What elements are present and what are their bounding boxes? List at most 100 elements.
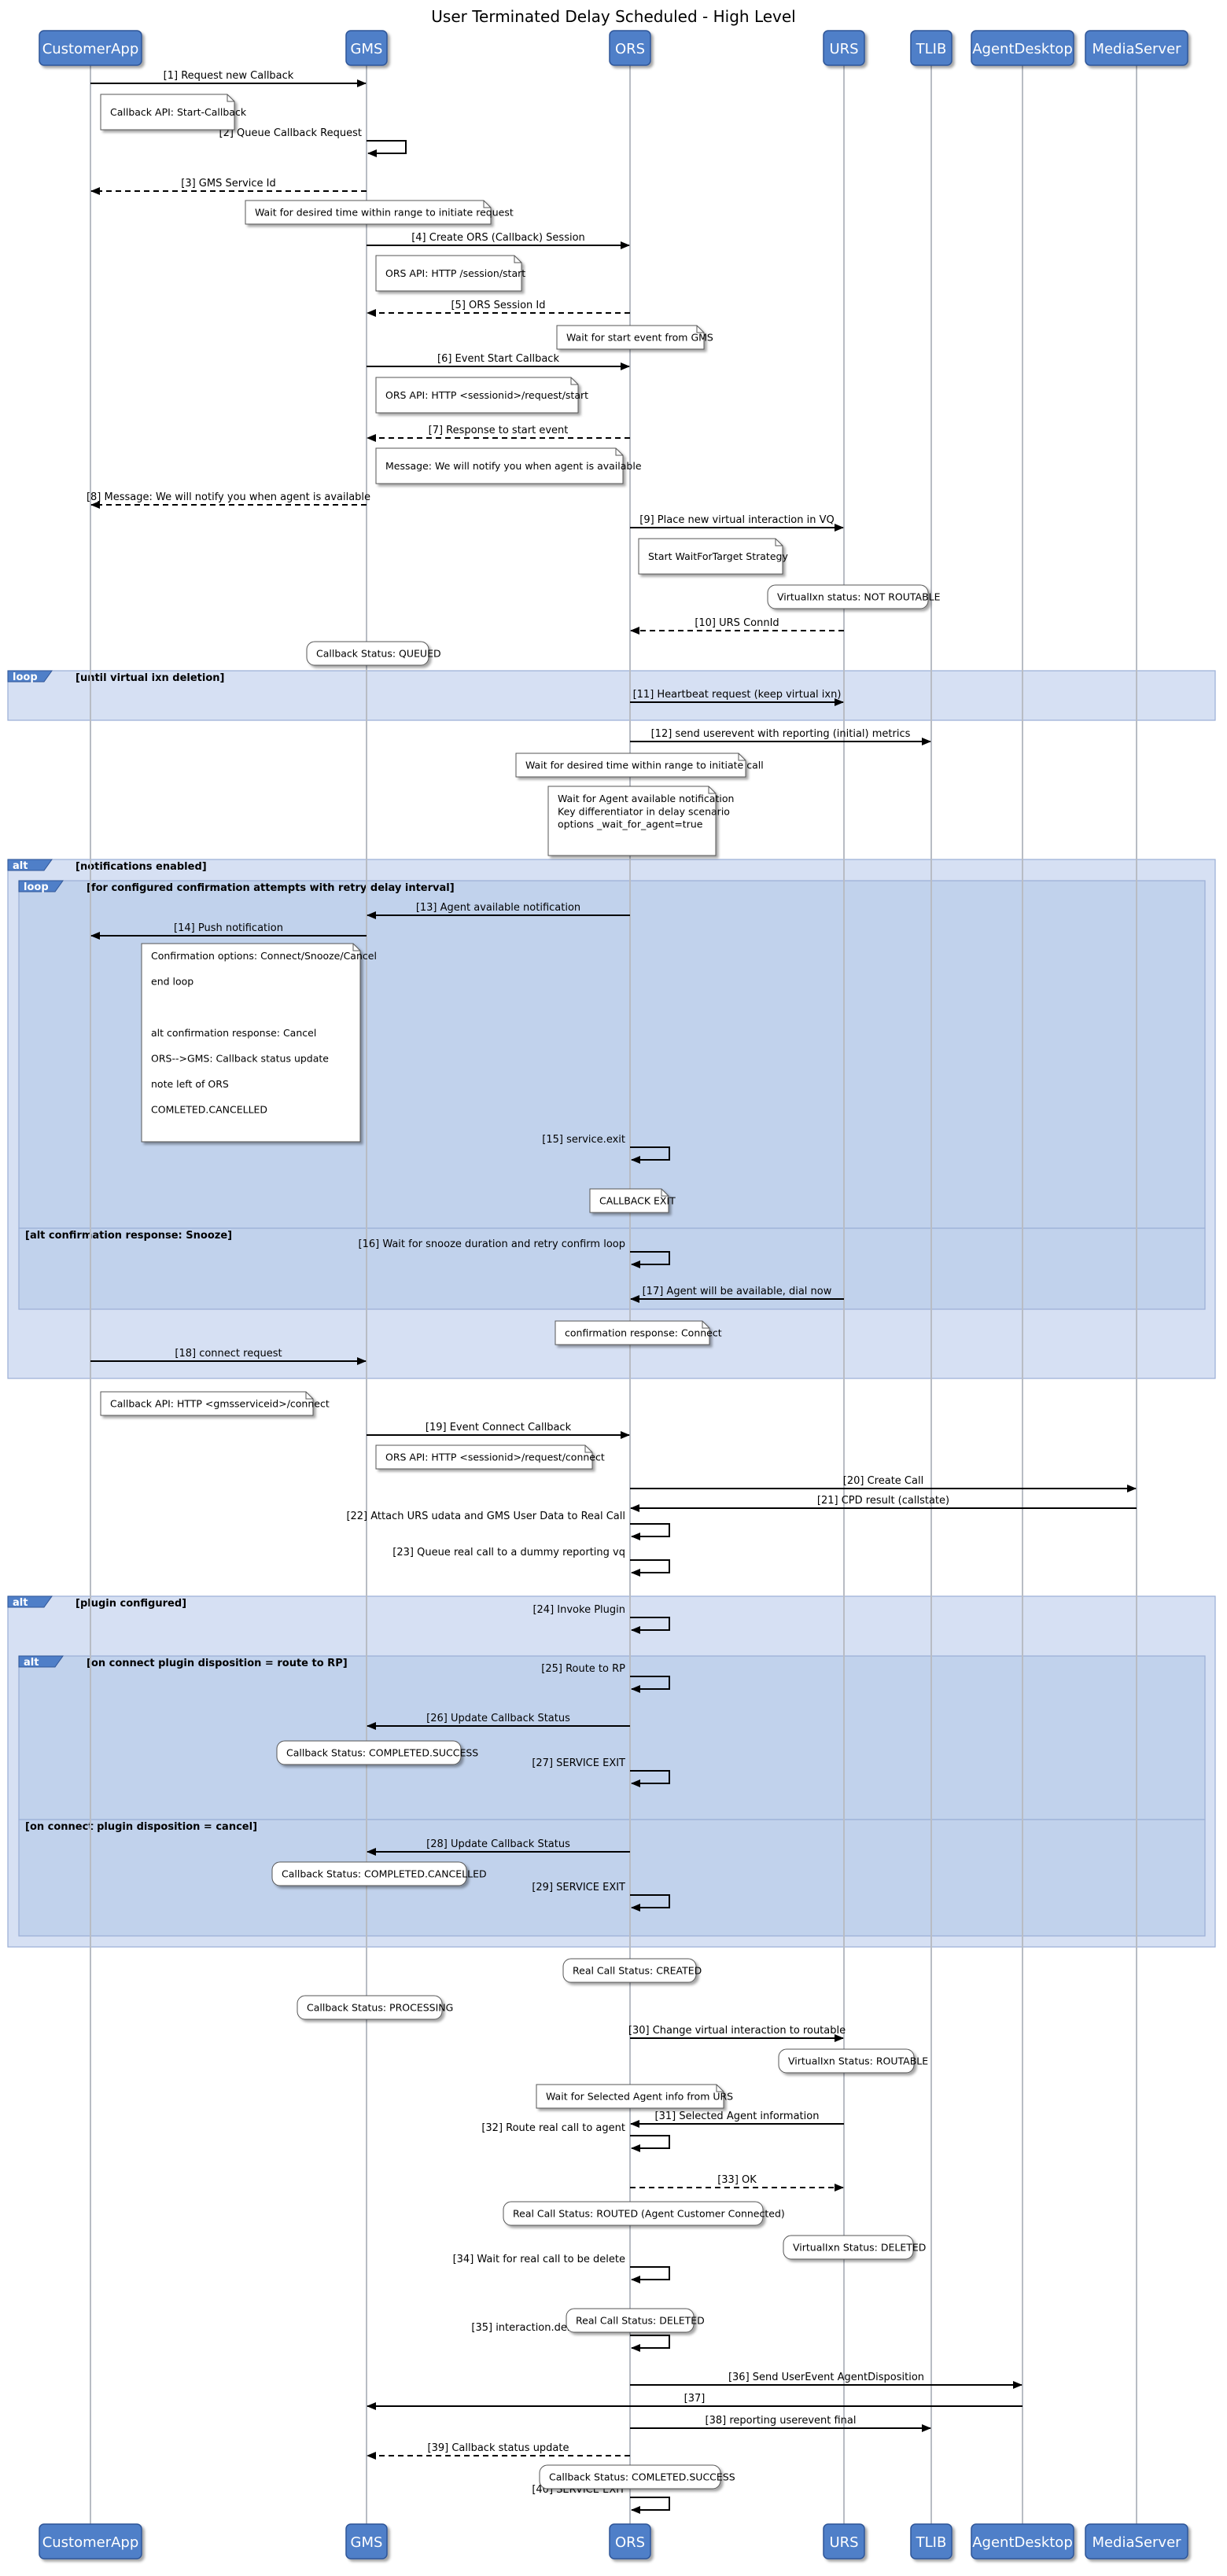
frame-tag-box (18, 880, 64, 892)
note-text: Wait for Agent available notification (558, 793, 734, 804)
note-text: VirtualIxn status: NOT ROUTABLE (777, 591, 941, 603)
participant-label: AgentDesktop (972, 41, 1073, 57)
participant-box (971, 30, 1074, 66)
message-15: [15] service.exit (542, 1134, 670, 1164)
note-fold (615, 448, 623, 456)
note-box (783, 2235, 914, 2260)
note-9: Wait for desired time within range to in… (515, 753, 764, 778)
self-message-arrow (630, 1770, 670, 1787)
note-3: Wait for start event from GMS (556, 325, 713, 350)
note-text: Wait for start event from GMS (566, 332, 713, 344)
note-text: Callback API: HTTP <gmsserviceid>/connec… (110, 1398, 330, 1410)
note-fold (708, 786, 716, 794)
note-fold (483, 201, 491, 208)
note-text: Real Call Status: ROUTED (Agent Customer… (513, 2208, 785, 2220)
self-message-arrow (630, 2135, 670, 2152)
frame-5: alt[on connect plugin disposition = rout… (18, 1655, 1206, 1820)
message-38: [38] reporting userevent final (630, 2415, 931, 2432)
note-fold (514, 256, 521, 263)
note-text: Message: We will notify you when agent i… (385, 460, 642, 472)
self-message-arrow (630, 1146, 670, 1164)
message-label: [7] Response to start event (429, 425, 569, 436)
message-3: [3] GMS Service Id (90, 178, 367, 195)
message-29: [29] SERVICE EXIT (532, 1882, 670, 1912)
frame-tag: alt (24, 1657, 39, 1669)
note-text: VirtualIxn Status: DELETED (793, 2242, 926, 2254)
message-24: [24] Invoke Plugin (532, 1604, 670, 1634)
note-box (555, 1320, 710, 1345)
note-11: Confirmation options: Connect/Snooze/Can… (141, 943, 377, 1143)
frame-6: [on connect plugin disposition = cancel] (18, 1819, 1206, 1937)
participant-label: ORS (615, 2534, 645, 2551)
note-6: Start WaitForTarget Strategy (638, 538, 788, 575)
note-box (245, 200, 492, 225)
message-label: [21] CPD result (callstate) (817, 1495, 949, 1507)
message-label: [38] reporting userevent final (706, 2415, 857, 2427)
note-fold (702, 1321, 709, 1329)
message-label: [26] Update Callback Status (426, 1713, 570, 1724)
participant-GMS-bottom: GMS (345, 2523, 388, 2559)
participant-label: CustomerApp (42, 2534, 139, 2551)
message-label: [5] ORS Session Id (451, 300, 545, 311)
message-37: [37] (367, 2393, 1022, 2410)
message-7: [7] Response to start event (367, 425, 630, 442)
participant-MediaServer-top: MediaServer (1085, 30, 1188, 66)
note-7: VirtualIxn status: NOT ROUTABLE (767, 584, 941, 609)
participant-box (1085, 30, 1188, 66)
note-13: confirmation response: Connect (555, 1320, 722, 1345)
message-9: [9] Place new virtual interaction in VQ (630, 514, 844, 532)
message-label: [24] Invoke Plugin (532, 1604, 625, 1616)
note-text: confirmation response: Connect (565, 1327, 722, 1339)
frame-3: [alt confirmation response: Snooze] (18, 1227, 1206, 1310)
note-box (141, 943, 361, 1143)
frame-condition: [for configured confirmation attempts wi… (87, 882, 455, 894)
participant-box (609, 2523, 651, 2559)
participant-box (910, 2523, 952, 2559)
note-text: Callback Status: PROCESSING (307, 2002, 453, 2014)
lifelines-layer (90, 65, 1137, 2524)
participant-AgentDesktop-top: AgentDesktop (971, 30, 1074, 66)
frame-tag-box (7, 670, 53, 683)
note-21: Wait for Selected Agent info from URS (536, 2084, 733, 2109)
note-text: Wait for desired time within range to in… (255, 207, 514, 219)
self-message-arrow (630, 1559, 670, 1577)
note-box (375, 377, 579, 414)
note-text: Confirmation options: Connect/Snooze/Can… (151, 950, 377, 962)
note-fold (775, 539, 783, 546)
note-text: ORS API: HTTP <sessionid>/request/connec… (385, 1452, 605, 1463)
participant-ORS-top: ORS (609, 30, 651, 66)
note-fold (661, 1189, 669, 1197)
participant-label: MediaServer (1092, 2534, 1181, 2551)
note-text: Start WaitForTarget Strategy (648, 550, 788, 562)
note-fold (716, 2085, 724, 2092)
participant-MediaServer-bottom: MediaServer (1085, 2523, 1188, 2559)
frame-condition: [until virtual ixn deletion] (76, 672, 224, 684)
participant-box (39, 30, 142, 66)
note-24: Real Call Status: DELETED (566, 2308, 705, 2333)
message-label: [37] (684, 2393, 706, 2405)
participant-TLIB-top: TLIB (910, 30, 952, 66)
note-22: Real Call Status: ROUTED (Agent Customer… (503, 2201, 785, 2226)
participant-box (823, 2523, 865, 2559)
note-text: Wait for desired time within range to in… (525, 760, 764, 771)
message-34: [34] Wait for real call to be delete (453, 2254, 670, 2283)
frames-layer: loop[until virtual ixn deletion]alt[noti… (7, 670, 1216, 1948)
message-1: [1] Request new Callback (90, 70, 367, 87)
note-text: Wait for Selected Agent info from URS (546, 2091, 733, 2103)
frame-tag: loop (13, 672, 38, 683)
note-box (297, 1995, 443, 2020)
message-label: [11] Heartbeat request (keep virtual ixn… (633, 689, 842, 701)
participant-label: TLIB (916, 2534, 947, 2551)
message-label: [8] Message: We will notify you when age… (87, 491, 370, 503)
note-text: COMLETED.CANCELLED (151, 1104, 267, 1116)
participant-label: AgentDesktop (972, 2534, 1073, 2551)
participant-box (910, 30, 952, 66)
message-label: [34] Wait for real call to be delete (453, 2254, 625, 2265)
message-label: [27] SERVICE EXIT (532, 1757, 625, 1769)
participants-layer: CustomerAppCustomerAppGMSGMSORSORSURSURS… (39, 30, 1188, 2559)
note-box (562, 1958, 697, 1983)
note-box (547, 786, 717, 856)
participant-TLIB-bottom: TLIB (910, 2523, 952, 2559)
note-2: ORS API: HTTP /session/start (375, 255, 525, 292)
message-label: [12] send userevent with reporting (init… (651, 728, 911, 740)
